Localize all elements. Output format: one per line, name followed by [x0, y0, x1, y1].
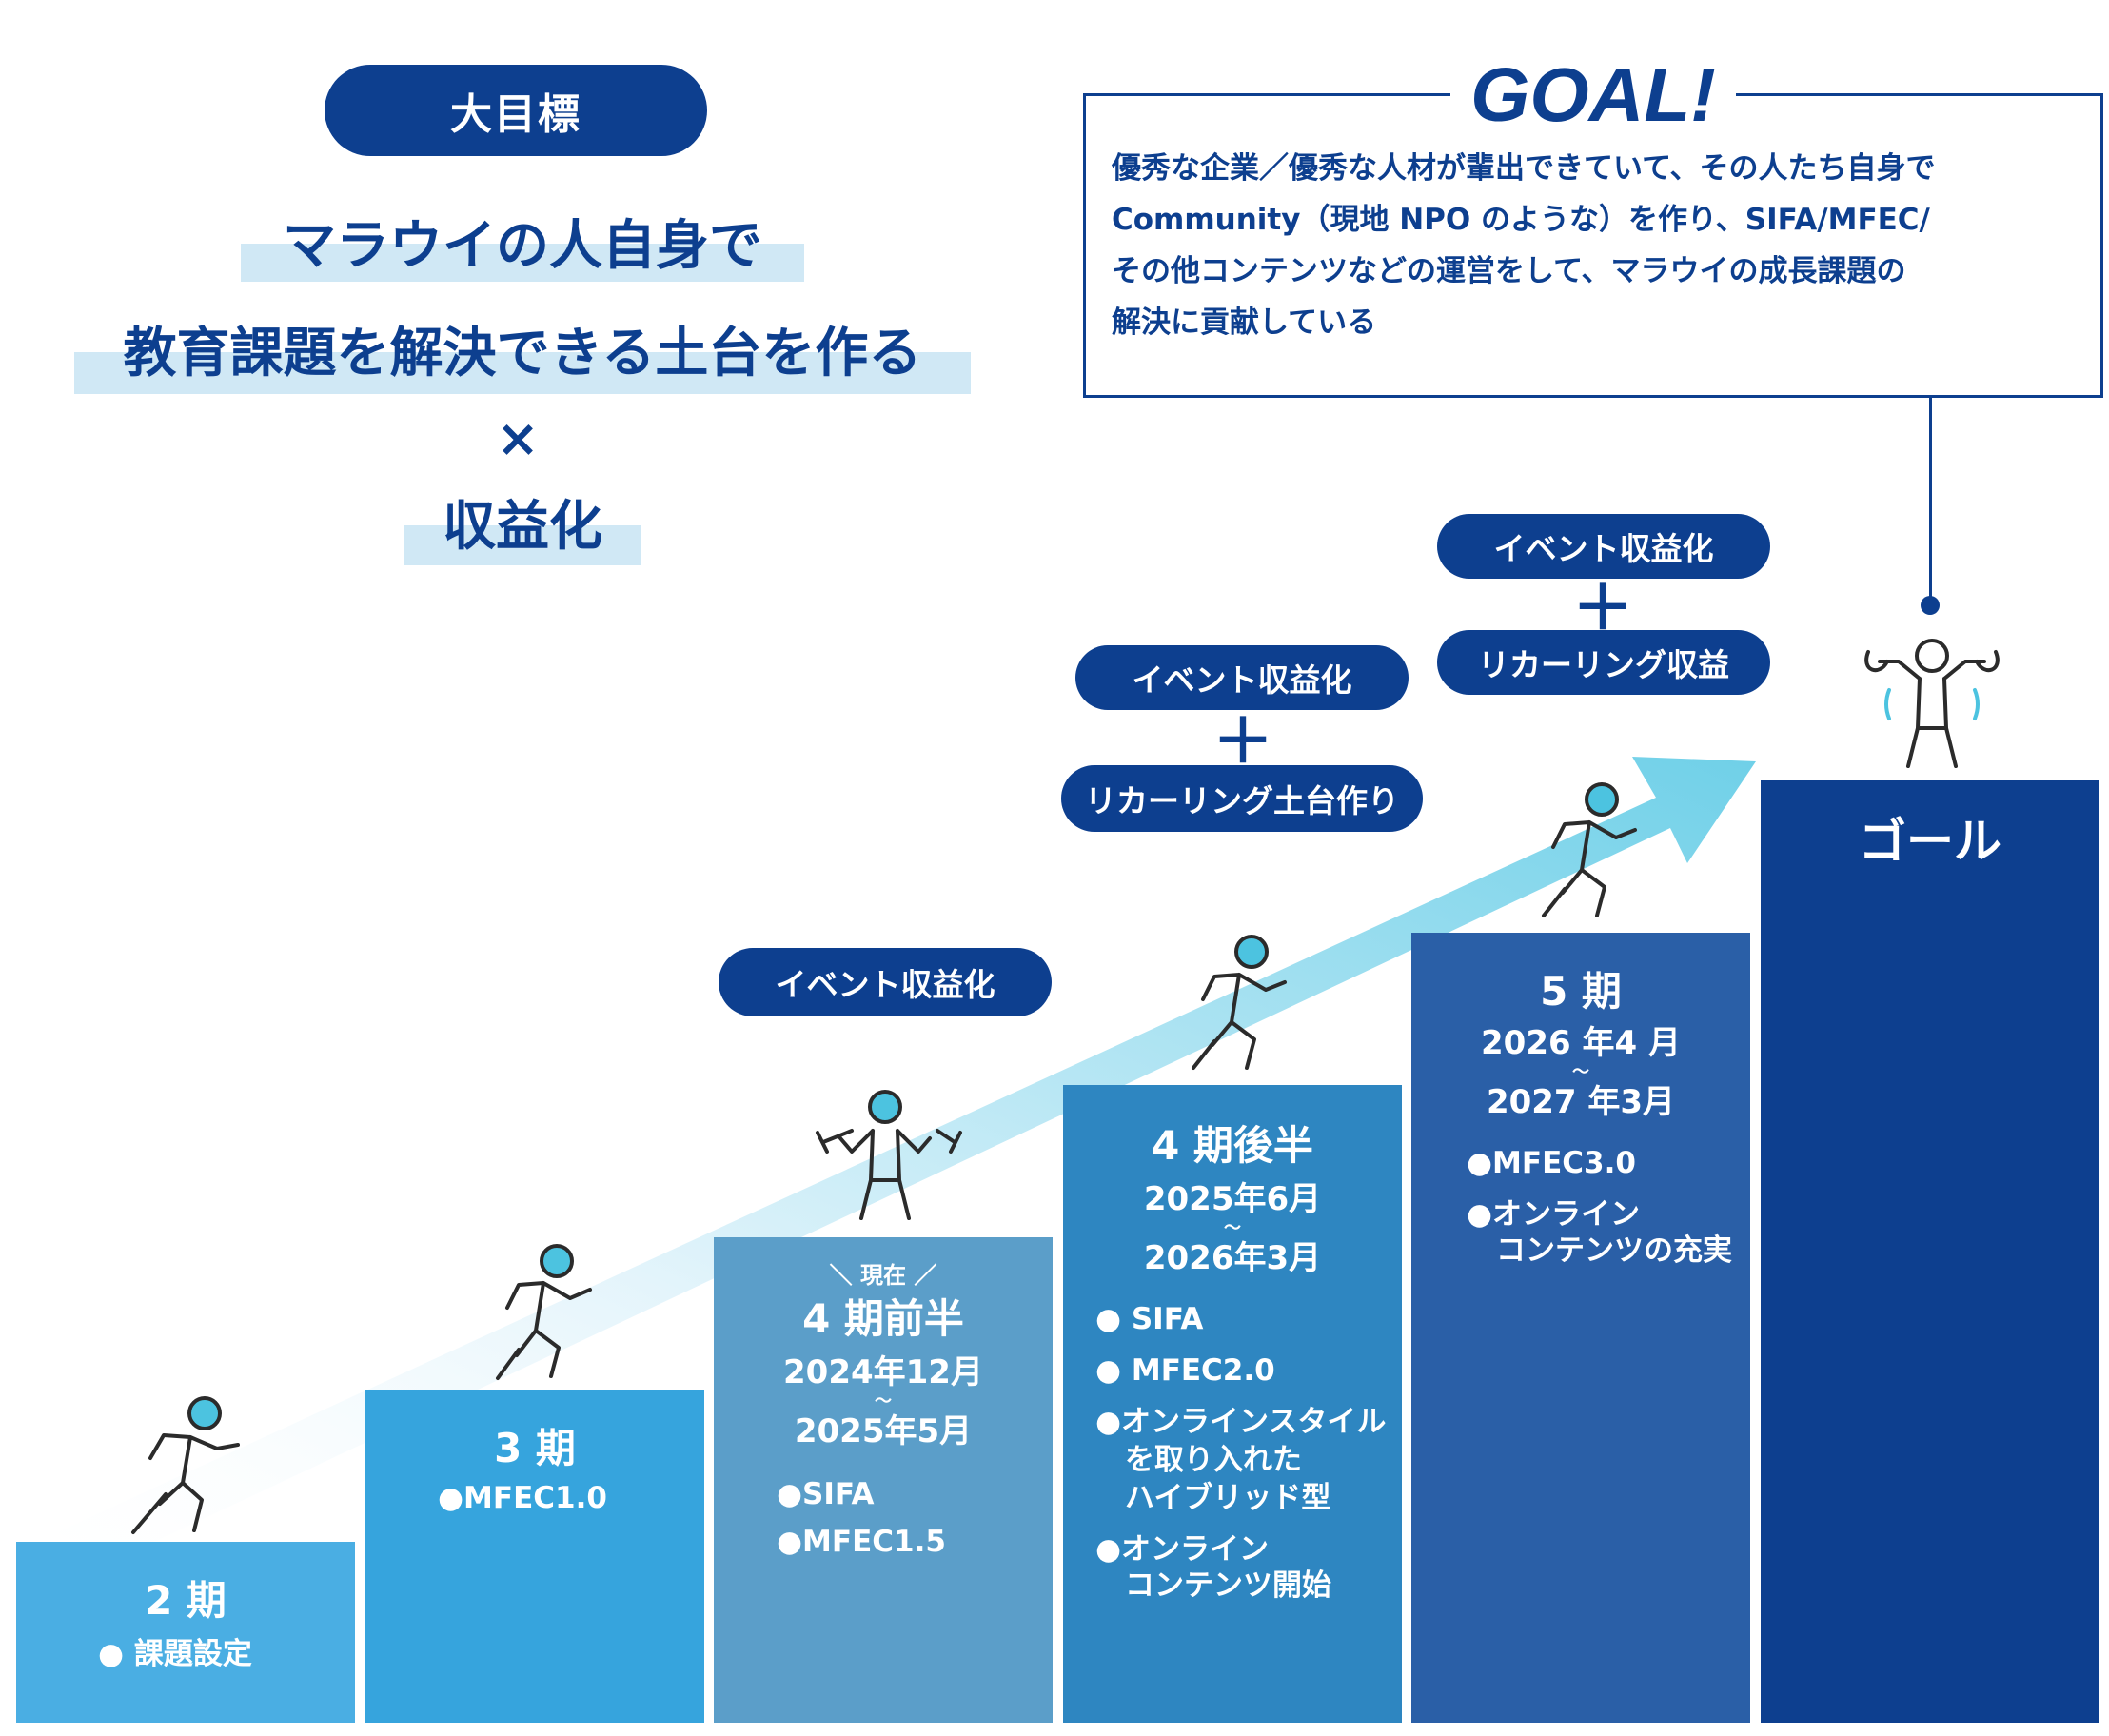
- step-date-end: 2025年5月: [794, 1412, 973, 1450]
- step-bullet: ●SIFA: [777, 1477, 875, 1511]
- step-bullet: を取り入れた: [1095, 1443, 1302, 1477]
- step-title: 5 期: [1540, 968, 1622, 1015]
- step-bullet: ● MFEC2.0: [1095, 1353, 1275, 1388]
- step-period-3: 3 期 ●MFEC1.0: [365, 1390, 704, 1723]
- plus-sign: ＋: [1212, 707, 1273, 778]
- step-title: 3 期: [494, 1425, 576, 1471]
- goal-description: 優秀な企業／優秀な人材が輩出できていて、その人たち自身で Community（現…: [1112, 143, 2082, 348]
- pill-event-revenue-3: イベント収益化: [1437, 514, 1770, 579]
- pill-event-revenue-2: イベント収益化: [1075, 645, 1409, 710]
- step-goal: ゴール: [1761, 780, 2099, 1723]
- step-bullet: コンテンツ開始: [1095, 1568, 1331, 1603]
- step-bullet: ● 課題設定: [98, 1637, 252, 1671]
- goal-connector-line: [1929, 398, 1932, 605]
- pill-event-revenue-1: イベント収益化: [719, 948, 1052, 1016]
- main-goal-line-3: 収益化: [404, 478, 641, 565]
- step-date-start: 2024年12月: [783, 1353, 983, 1391]
- step-bullet: ●オンラインスタイル: [1095, 1405, 1387, 1439]
- step-bullet: ● SIFA: [1095, 1302, 1204, 1336]
- goal-line: 解決に貢献している: [1112, 306, 1377, 340]
- step-bullet: ハイブリッド型: [1095, 1481, 1331, 1515]
- step-date-start: 2026 年4 月: [1481, 1024, 1681, 1062]
- goal-line: Community（現地 NPO のような）を作り、SIFA/MFEC/: [1112, 203, 1930, 237]
- now-marker: ＼ 現在 ／: [829, 1262, 937, 1289]
- step-title: 4 期後半: [1152, 1122, 1313, 1169]
- goal-connector-dot: [1921, 596, 1940, 615]
- step-period-2: 2 期 ● 課題設定: [16, 1542, 355, 1723]
- times-sign: ×: [496, 407, 540, 468]
- step-date-tilde: 〜: [875, 1391, 892, 1411]
- step-bullet: ●MFEC1.5: [777, 1525, 946, 1559]
- pill-recurring-revenue: リカーリング収益: [1437, 630, 1770, 695]
- step-date-tilde: 〜: [1572, 1062, 1589, 1082]
- pill-recurring-base: リカーリング土台作り: [1061, 765, 1423, 832]
- goal-line: その他コンテンツなどの運営をして、マラウイの成長課題の: [1112, 254, 1906, 288]
- step-bullet: コンテンツの充実: [1467, 1233, 1732, 1268]
- main-goal-line-1: マラウイの人自身で: [241, 200, 804, 282]
- step-title: 2 期: [145, 1577, 227, 1624]
- step-period-5: 5 期 2026 年4 月 〜 2027 年3月 ●MFEC3.0 ●オンライン…: [1411, 933, 1750, 1723]
- step-bullet: ●MFEC1.0: [438, 1481, 607, 1515]
- plus-sign: ＋: [1572, 574, 1633, 644]
- step-date-end: 2026年3月: [1143, 1239, 1322, 1277]
- step-bullet: ●オンライン: [1467, 1197, 1641, 1232]
- step-bullet: ●MFEC3.0: [1467, 1146, 1636, 1180]
- main-goal-label: 大目標: [325, 65, 707, 156]
- main-goal-line-2: 教育課題を解決できる土台を作る: [74, 303, 971, 394]
- step-title: 4 期前半: [802, 1295, 964, 1342]
- step-title: ゴール: [1859, 814, 2001, 869]
- step-date-tilde: 〜: [1224, 1218, 1241, 1238]
- step-date-end: 2027 年3月: [1486, 1083, 1676, 1121]
- step-date-start: 2025年6月: [1143, 1180, 1322, 1218]
- goal-line: 優秀な企業／優秀な人材が輩出できていて、その人たち自身で: [1112, 151, 1936, 186]
- goal-title: GOAL!: [1450, 48, 1736, 143]
- step-period-4-first-half: ＼ 現在 ／ 4 期前半 2024年12月 〜 2025年5月 ●SIFA ●M…: [714, 1237, 1053, 1723]
- step-period-4-second-half: 4 期後半 2025年6月 〜 2026年3月 ● SIFA ● MFEC2.0…: [1063, 1085, 1402, 1723]
- step-bullet: ●オンライン: [1095, 1532, 1270, 1567]
